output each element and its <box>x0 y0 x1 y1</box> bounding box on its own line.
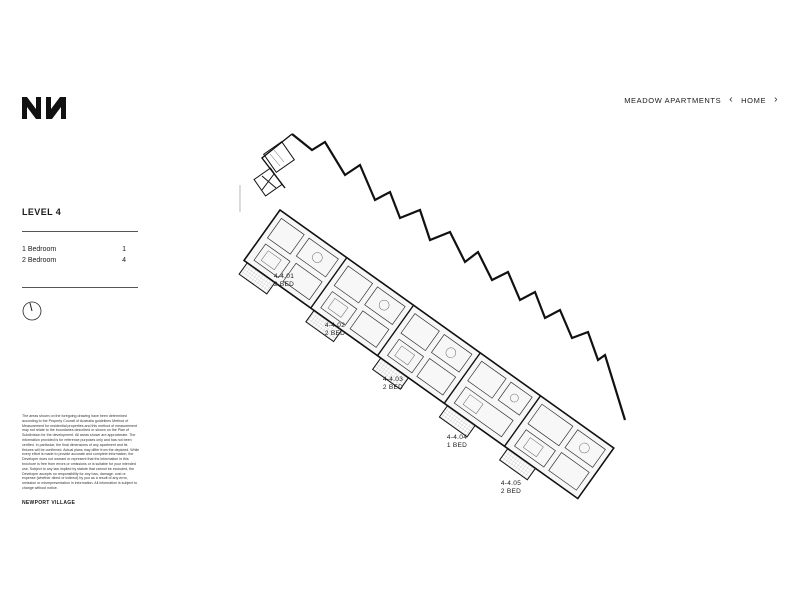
unit-mix-table: 1 Bedroom 1 2 Bedroom 4 <box>22 244 126 266</box>
table-row: 1 Bedroom 1 <box>22 244 126 255</box>
unit-type: 2 BED <box>500 488 522 495</box>
unit-label[interactable]: 4-4.04 1 BED <box>437 434 477 450</box>
unit-label[interactable]: 4-4.05 2 BED <box>491 480 531 496</box>
table-row: 2 Bedroom 4 <box>22 255 126 266</box>
north-compass-icon <box>22 301 42 321</box>
nav-home-link[interactable]: HOME <box>741 95 767 105</box>
unit-type: 2 BED <box>324 330 346 337</box>
unit-id: 4-4.02 <box>324 322 346 329</box>
unit-label[interactable]: 4-4.02 2 BED <box>315 322 355 338</box>
unit-id: 4-4.04 <box>446 434 468 441</box>
stair-core <box>253 140 296 197</box>
unit-type: 1 BED <box>446 442 468 449</box>
divider <box>22 287 138 288</box>
unit-count: 4 <box>122 257 126 264</box>
unit-id: 4-4.01 <box>273 273 295 280</box>
unit-id: 4-4.03 <box>382 376 404 383</box>
brand-logo <box>22 97 66 119</box>
unit-type: 1 Bedroom <box>22 246 57 253</box>
chevron-left-icon[interactable]: ‹ <box>729 94 734 105</box>
unit-type: 2 Bedroom <box>22 257 57 264</box>
top-nav: MEADOW APARTMENTS ‹ HOME › <box>624 95 778 105</box>
divider <box>22 231 138 232</box>
nav-project-link[interactable]: MEADOW APARTMENTS <box>624 95 722 105</box>
unit-count: 1 <box>122 246 126 253</box>
unit-type: 2 BED <box>382 384 404 391</box>
unit-label[interactable]: 4-4.01 2 BED <box>264 273 304 289</box>
unit-type: 2 BED <box>273 281 295 288</box>
unit-id: 4-4.05 <box>500 480 522 487</box>
disclaimer-text: The areas shown on the foregoing drawing… <box>22 414 140 490</box>
unit-label[interactable]: 4-4.03 2 BED <box>373 376 413 392</box>
footer-village: NEWPORT VILLAGE <box>22 500 76 506</box>
level-title: LEVEL 4 <box>22 207 62 217</box>
chevron-right-icon[interactable]: › <box>774 94 778 105</box>
apartment-strip <box>238 208 615 500</box>
site-boundary <box>291 133 627 421</box>
